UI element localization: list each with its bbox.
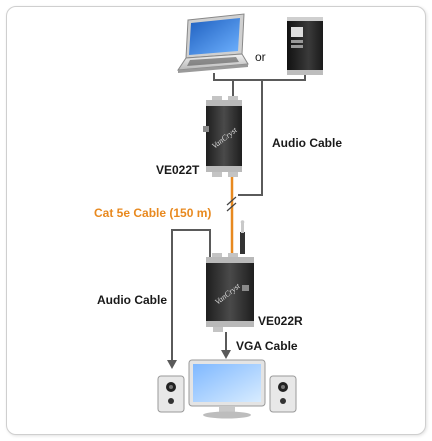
ve022r-label: VE022R: [258, 314, 303, 328]
cat5e-cable: [226, 177, 237, 261]
cat5e-cable-label: Cat 5e Cable (150 m): [94, 206, 212, 220]
left-speaker-icon: [157, 375, 185, 413]
audio-jack-icon: [240, 220, 245, 254]
audio-cable-top-label: Audio Cable: [272, 136, 343, 150]
left-audio-cable: [167, 229, 211, 369]
monitor-icon: [188, 359, 266, 419]
tower-pc-icon: [287, 17, 323, 75]
audio-cable-left-label: Audio Cable: [97, 293, 168, 307]
ve022t-label: VE022T: [156, 163, 200, 177]
vga-cable: [221, 332, 231, 359]
ve022r-device: VanCryst: [206, 253, 254, 332]
or-label: or: [255, 50, 266, 64]
ve022t-device: VanCryst: [203, 96, 242, 177]
right-speaker-icon: [269, 375, 297, 413]
laptop-icon: [177, 13, 249, 73]
vga-cable-label: VGA Cable: [236, 339, 298, 353]
